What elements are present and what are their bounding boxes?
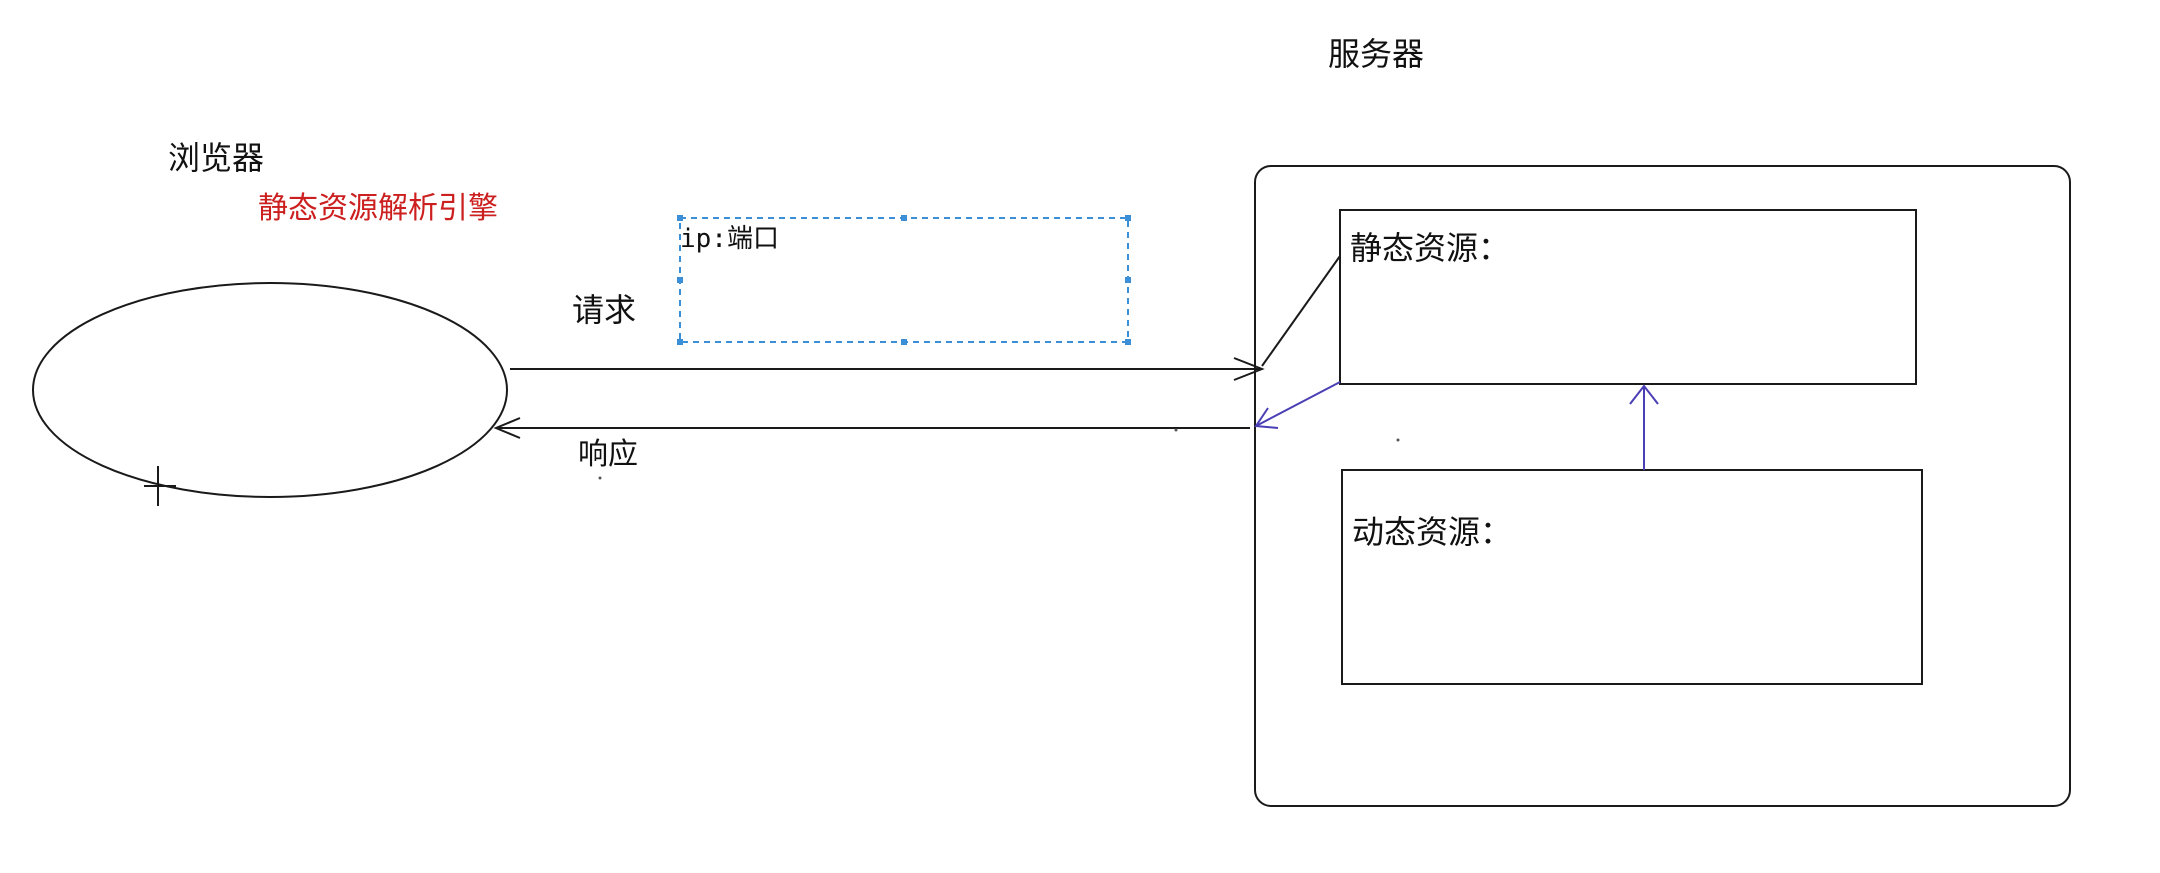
static-resource-label: 静态资源：: [1350, 229, 1511, 267]
stray-dots: [598, 428, 1400, 480]
browser-title: 浏览器: [168, 139, 265, 177]
static-to-request-line: [1261, 255, 1341, 367]
request-label: 请求: [572, 291, 637, 329]
dynamic-resource-box: [1341, 469, 1923, 685]
cursor-cross-icon: [144, 466, 176, 506]
address-selection-box[interactable]: [677, 215, 1131, 345]
server-title: 服务器: [1328, 35, 1425, 73]
dynamic-to-static-arrow: [1629, 384, 1659, 470]
response-label: 响应: [578, 437, 638, 472]
address-text[interactable]: ip:端口: [680, 224, 779, 254]
dynamic-resource-label: 动态资源：: [1352, 513, 1513, 551]
server-box: [1254, 165, 2071, 807]
browser-ellipse: [32, 282, 508, 498]
response-arrow: [493, 417, 1250, 439]
browser-engine-label: 静态资源解析引擎: [258, 191, 498, 226]
static-to-response-arrow: [1254, 381, 1341, 429]
static-resource-box: [1339, 209, 1917, 385]
request-arrow: [510, 357, 1265, 381]
